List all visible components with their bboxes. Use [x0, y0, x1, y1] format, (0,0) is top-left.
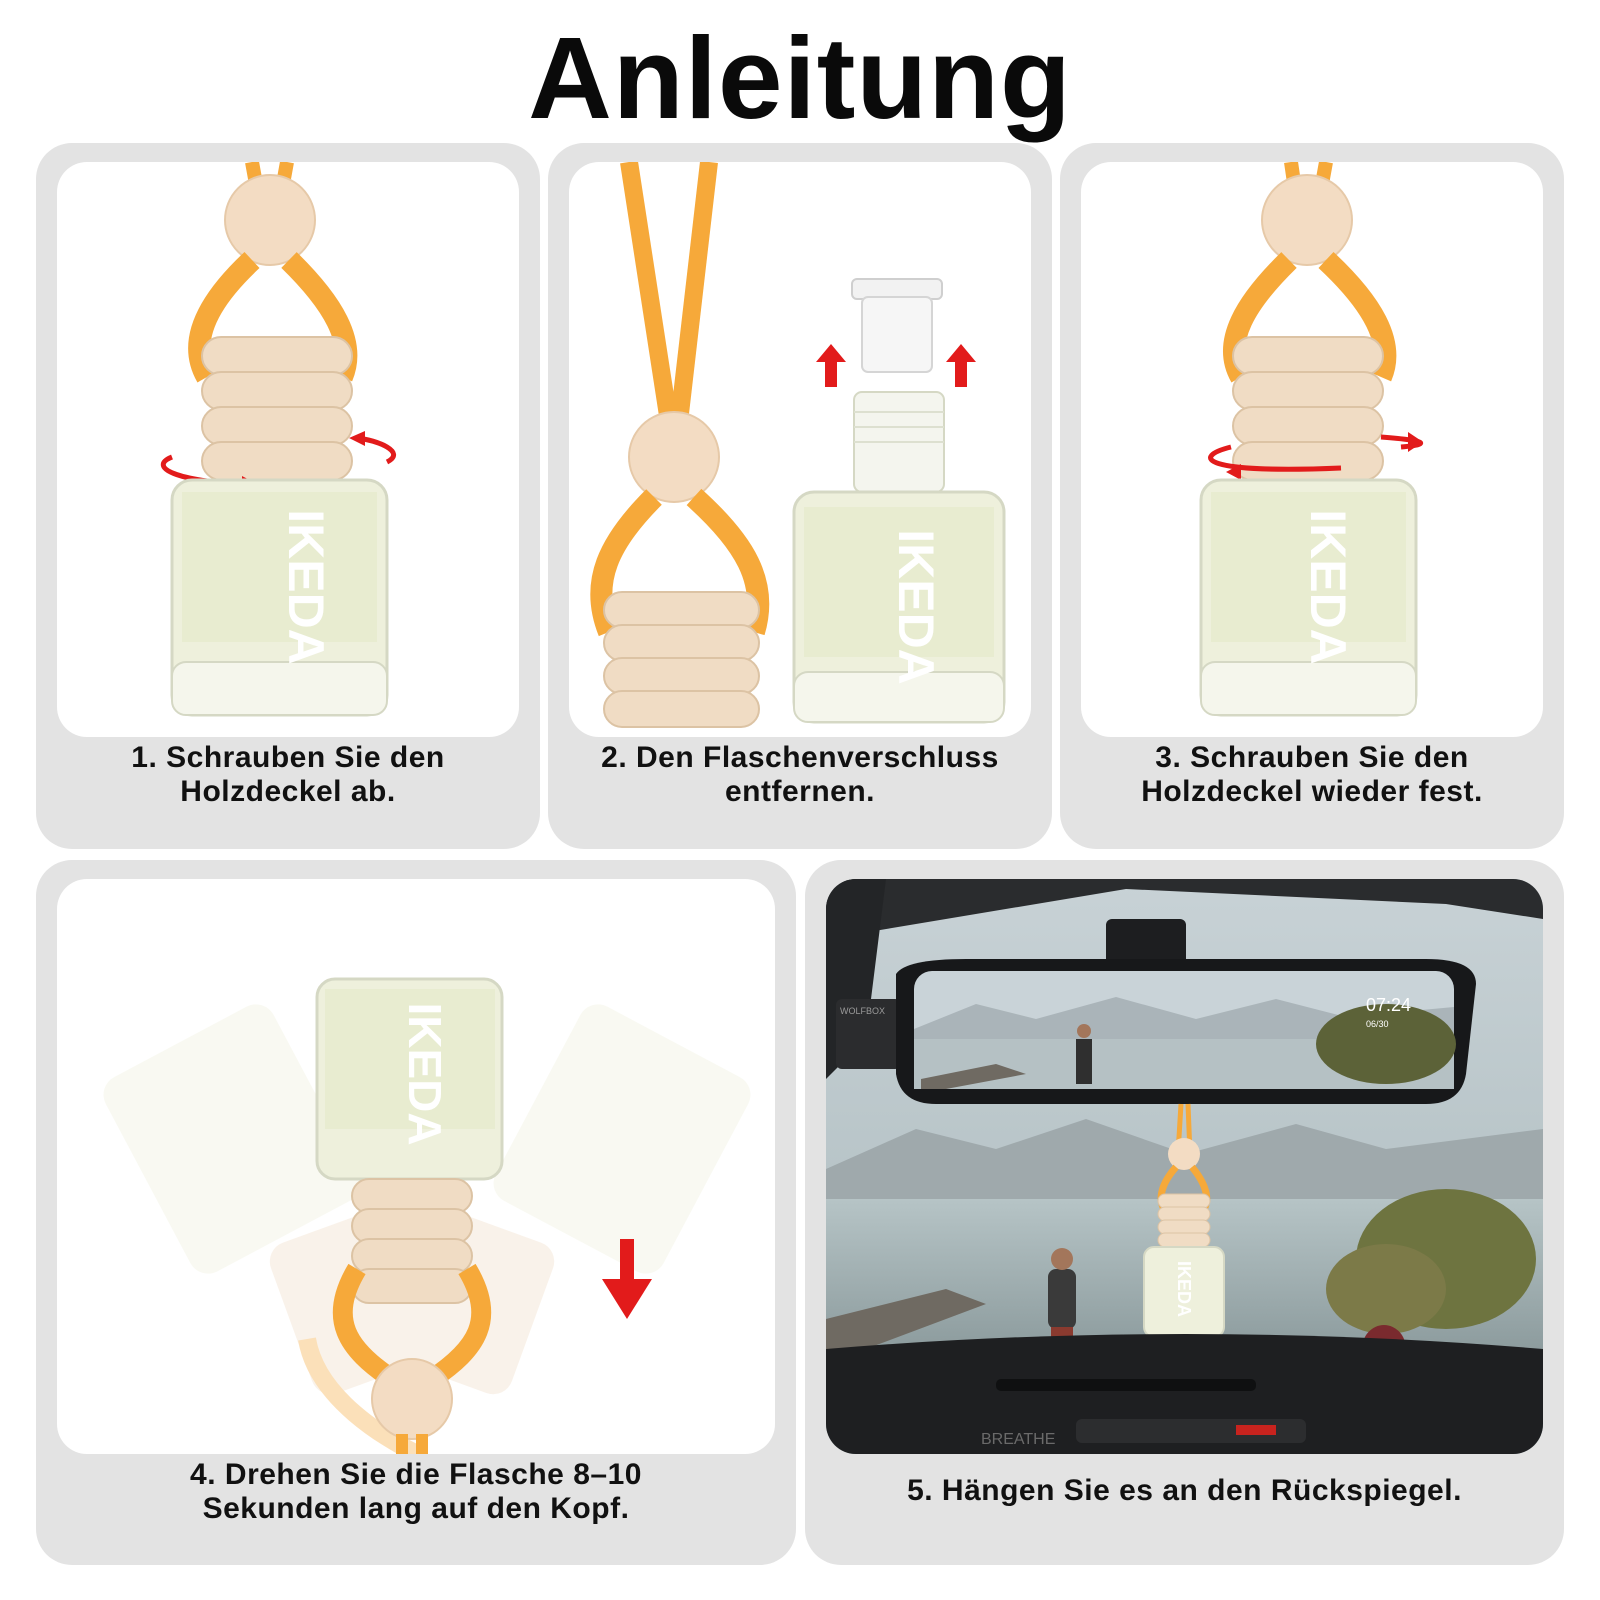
- wooden-cap: [603, 591, 760, 728]
- rearview-mirror: [896, 959, 1476, 1104]
- bottle-stopper: [851, 278, 943, 373]
- brand-logo: IKEDA: [278, 509, 334, 665]
- mirror-date: 06/30: [1366, 1019, 1389, 1029]
- wooden-bead: [1168, 1138, 1200, 1170]
- step-caption-5: 5. Hängen Sie es an den Rückspiegel.: [907, 1474, 1462, 1507]
- bottle: [792, 391, 1006, 724]
- brand-logo: IKEDA: [1174, 1261, 1194, 1317]
- wooden-cap: [1232, 336, 1384, 481]
- wooden-cap: [201, 336, 353, 481]
- camera-label: WOLFBOX: [840, 1006, 885, 1016]
- wooden-cap: [1157, 1193, 1211, 1248]
- step-card-4: IKEDA 4. Drehen Sie die Flasche 8–10 Sek…: [36, 860, 796, 1565]
- step-image-2: IKEDA: [569, 162, 1031, 737]
- step-card-5: WOLFBOX 07:24 06/30: [805, 860, 1564, 1565]
- step-caption-4: 4. Drehen Sie die Flasche 8–10 Sekunden …: [190, 1458, 642, 1525]
- brand-logo: IKEDA: [888, 529, 944, 685]
- wooden-bead: [628, 411, 720, 503]
- step-card-3: IKEDA 3. Schrauben Sie den Holzdeckel wi…: [1060, 143, 1564, 849]
- step-image-5: WOLFBOX 07:24 06/30: [826, 879, 1543, 1454]
- step-caption-3: 3. Schrauben Sie den Holzdeckel wieder f…: [1141, 741, 1483, 808]
- page-title: Anleitung: [528, 13, 1072, 143]
- step-caption-2: 2. Den Flaschenverschluss entfernen.: [601, 741, 999, 808]
- bottle: [1199, 478, 1418, 717]
- rotate-arrow-icon: [1208, 444, 1342, 472]
- dash-label: BREATHE: [981, 1431, 1055, 1448]
- bottle: [315, 977, 504, 1181]
- step-image-4: IKEDA: [57, 879, 775, 1454]
- step-card-2: IKEDA 2. Den Flaschenverschluss entferne…: [548, 143, 1052, 849]
- bottle: [170, 478, 389, 717]
- step-image-1: IKEDA: [57, 162, 519, 737]
- down-arrow-icon: [602, 1239, 652, 1319]
- mirror-time: 07:24: [1366, 995, 1411, 1015]
- brand-logo: IKEDA: [1300, 509, 1356, 665]
- step-caption-1: 1. Schrauben Sie den Holzdeckel ab.: [131, 741, 445, 808]
- wooden-bead: [224, 174, 316, 266]
- step-card-1: IKEDA 1. Schrauben Sie den Holzdeckel ab…: [36, 143, 540, 849]
- brand-logo: IKEDA: [399, 1002, 451, 1145]
- step-image-3: IKEDA: [1081, 162, 1543, 737]
- wooden-cap: [351, 1178, 473, 1304]
- wooden-bead: [371, 1358, 453, 1440]
- up-arrow-icon: [816, 344, 976, 387]
- wooden-bead: [1261, 174, 1353, 266]
